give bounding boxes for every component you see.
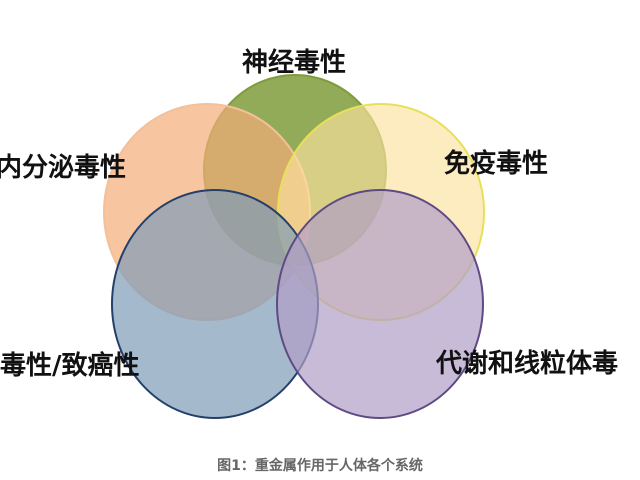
- label-carcinogenic: 毒性/致癌性: [0, 351, 140, 381]
- label-immune: 免疫毒性: [444, 149, 549, 179]
- label-endocrine: 内分泌毒性: [0, 153, 127, 183]
- circle-metabolic: [276, 189, 484, 419]
- figure-caption: 图1：重金属作用于人体各个系统: [217, 458, 423, 474]
- label-neuro: 神经毒性: [242, 48, 347, 78]
- label-metabolic: 代谢和线粒体毒: [436, 349, 619, 379]
